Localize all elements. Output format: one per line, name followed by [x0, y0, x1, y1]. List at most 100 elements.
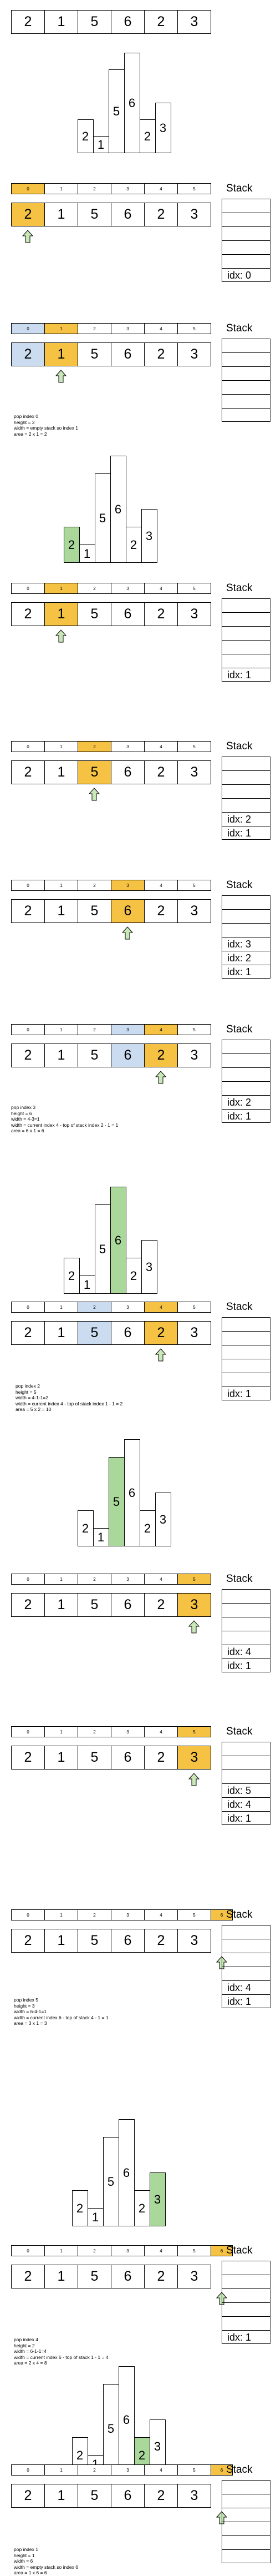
stack-divider [222, 784, 270, 785]
histogram-bar-label: 6 [122, 2166, 130, 2180]
array-cell: 6 [111, 342, 145, 366]
step-note: area = 1 x 6 = 6 [14, 2570, 47, 2575]
stack-title: Stack [226, 1726, 253, 1737]
index-cell: 3 [111, 741, 145, 752]
stack-divider [222, 2535, 270, 2536]
histogram-bar [79, 545, 95, 563]
array-cell: 5 [78, 1929, 111, 1953]
array-cell: 6 [111, 203, 145, 226]
index-cell: 0 [11, 1909, 45, 1920]
index-cell: 5 [177, 1726, 211, 1737]
array-cell: 2 [11, 760, 45, 784]
histogram-bar [119, 2119, 135, 2226]
histogram-bar-label: 2 [68, 538, 75, 552]
histogram-bar-label: 5 [99, 511, 106, 525]
step-note: area = 6 x 1 = 6 [11, 1128, 44, 1133]
stack-divider [222, 1095, 270, 1096]
array-cell: 6 [111, 1929, 145, 1953]
pointer-arrow-icon [22, 230, 33, 243]
histogram-bar-label: 1 [83, 547, 91, 561]
index-cell: 3 [111, 1909, 145, 1920]
stack-divider [222, 226, 270, 227]
stack-title: Stack [226, 183, 253, 194]
stack-divider [222, 1109, 270, 1110]
stack-entry: idx: 2 [227, 952, 252, 964]
stack-divider [222, 1980, 270, 1981]
array-cell: 5 [78, 1321, 111, 1345]
step-note: pop index 3 [11, 1105, 35, 1110]
histogram-bar-label: 2 [144, 129, 151, 143]
array-cell: 3 [177, 2265, 211, 2288]
stack-divider [222, 2288, 270, 2289]
array-cell: 3 [177, 1746, 211, 1770]
histogram-bar [110, 456, 126, 563]
step-note: width = 6-1-1=4 [14, 2348, 47, 2354]
stack-title: Stack [226, 740, 253, 752]
step-note: area = 2 x 4 = 8 [14, 2360, 47, 2366]
histogram-bar [88, 2208, 104, 2226]
stack-divider [222, 1658, 270, 1659]
index-cell: 0 [11, 323, 45, 334]
histogram-bar [126, 1258, 142, 1294]
index-cell: 1 [44, 1909, 78, 1920]
step-note: height = 5 [16, 1389, 37, 1395]
index-cell: 5 [177, 1302, 211, 1313]
array-cell: 3 [177, 899, 211, 923]
array-cell: 5 [78, 1593, 111, 1617]
array-cell: 5 [78, 899, 111, 923]
array-cell: 3 [177, 1929, 211, 1953]
stack-divider [222, 640, 270, 641]
stack-divider [222, 1603, 270, 1604]
array-cell: 2 [144, 1929, 178, 1953]
array-cell: 6 [111, 1593, 145, 1617]
step-note: height = 1 [14, 2552, 35, 2558]
stack-divider [222, 2316, 270, 2317]
index-cell: 0 [11, 183, 45, 194]
index-cell: 3 [111, 1574, 145, 1585]
array-cell: 5 [78, 342, 111, 366]
stack-divider [222, 812, 270, 813]
histogram-bar-label: 3 [154, 2192, 161, 2206]
step-note: area = 3 x 1 = 3 [14, 2020, 47, 2026]
index-cell: 4 [144, 2245, 178, 2256]
array-cell: 1 [44, 899, 78, 923]
histogram-bar-label: 1 [83, 1278, 91, 1292]
array-cell: 3 [177, 10, 211, 34]
histogram-bar [109, 69, 125, 153]
array-cell: 2 [11, 1593, 45, 1617]
array-cell: 2 [144, 1746, 178, 1770]
index-cell: 3 [111, 2464, 145, 2476]
stack-divider [222, 770, 270, 771]
step-note: height = 6 [11, 1110, 32, 1116]
index-cell: 4 [144, 583, 178, 594]
pointer-arrow-icon [55, 370, 67, 383]
index-cell: 2 [78, 323, 111, 334]
array-cell: 2 [144, 203, 178, 226]
array-cell: 1 [44, 760, 78, 784]
index-cell: 2 [78, 1024, 111, 1035]
histogram-bar [150, 2419, 166, 2473]
stack-entry: idx: 4 [227, 1646, 252, 1657]
array-cell: 2 [11, 899, 45, 923]
stack-divider [222, 923, 270, 924]
histogram-bar-label: 2 [68, 1269, 75, 1283]
stack-divider [222, 366, 270, 367]
stack-entry: idx: 1 [227, 1660, 252, 1671]
stack-title: Stack [226, 1909, 253, 1920]
stack-entry: idx: 1 [227, 2332, 252, 2343]
stack-entry: idx: 4 [227, 1799, 252, 1810]
stack-entry: idx: 2 [227, 814, 252, 825]
index-cell: 5 [177, 2245, 211, 2256]
histogram-bar-label: 6 [122, 2413, 130, 2427]
histogram-bar [141, 509, 157, 563]
histogram-bar [155, 103, 171, 153]
array-cell: 6 [111, 602, 145, 626]
array-cell: 1 [44, 1593, 78, 1617]
array-cell: 6 [111, 2484, 145, 2508]
stack-entry: idx: 1 [227, 1996, 252, 2007]
histogram-bar-label: 3 [154, 2439, 161, 2453]
stack-entry: idx: 3 [227, 939, 252, 950]
pointer-arrow-icon [155, 1348, 166, 1362]
histogram-bar [78, 1510, 94, 1546]
array-cell: 5 [78, 1043, 111, 1067]
